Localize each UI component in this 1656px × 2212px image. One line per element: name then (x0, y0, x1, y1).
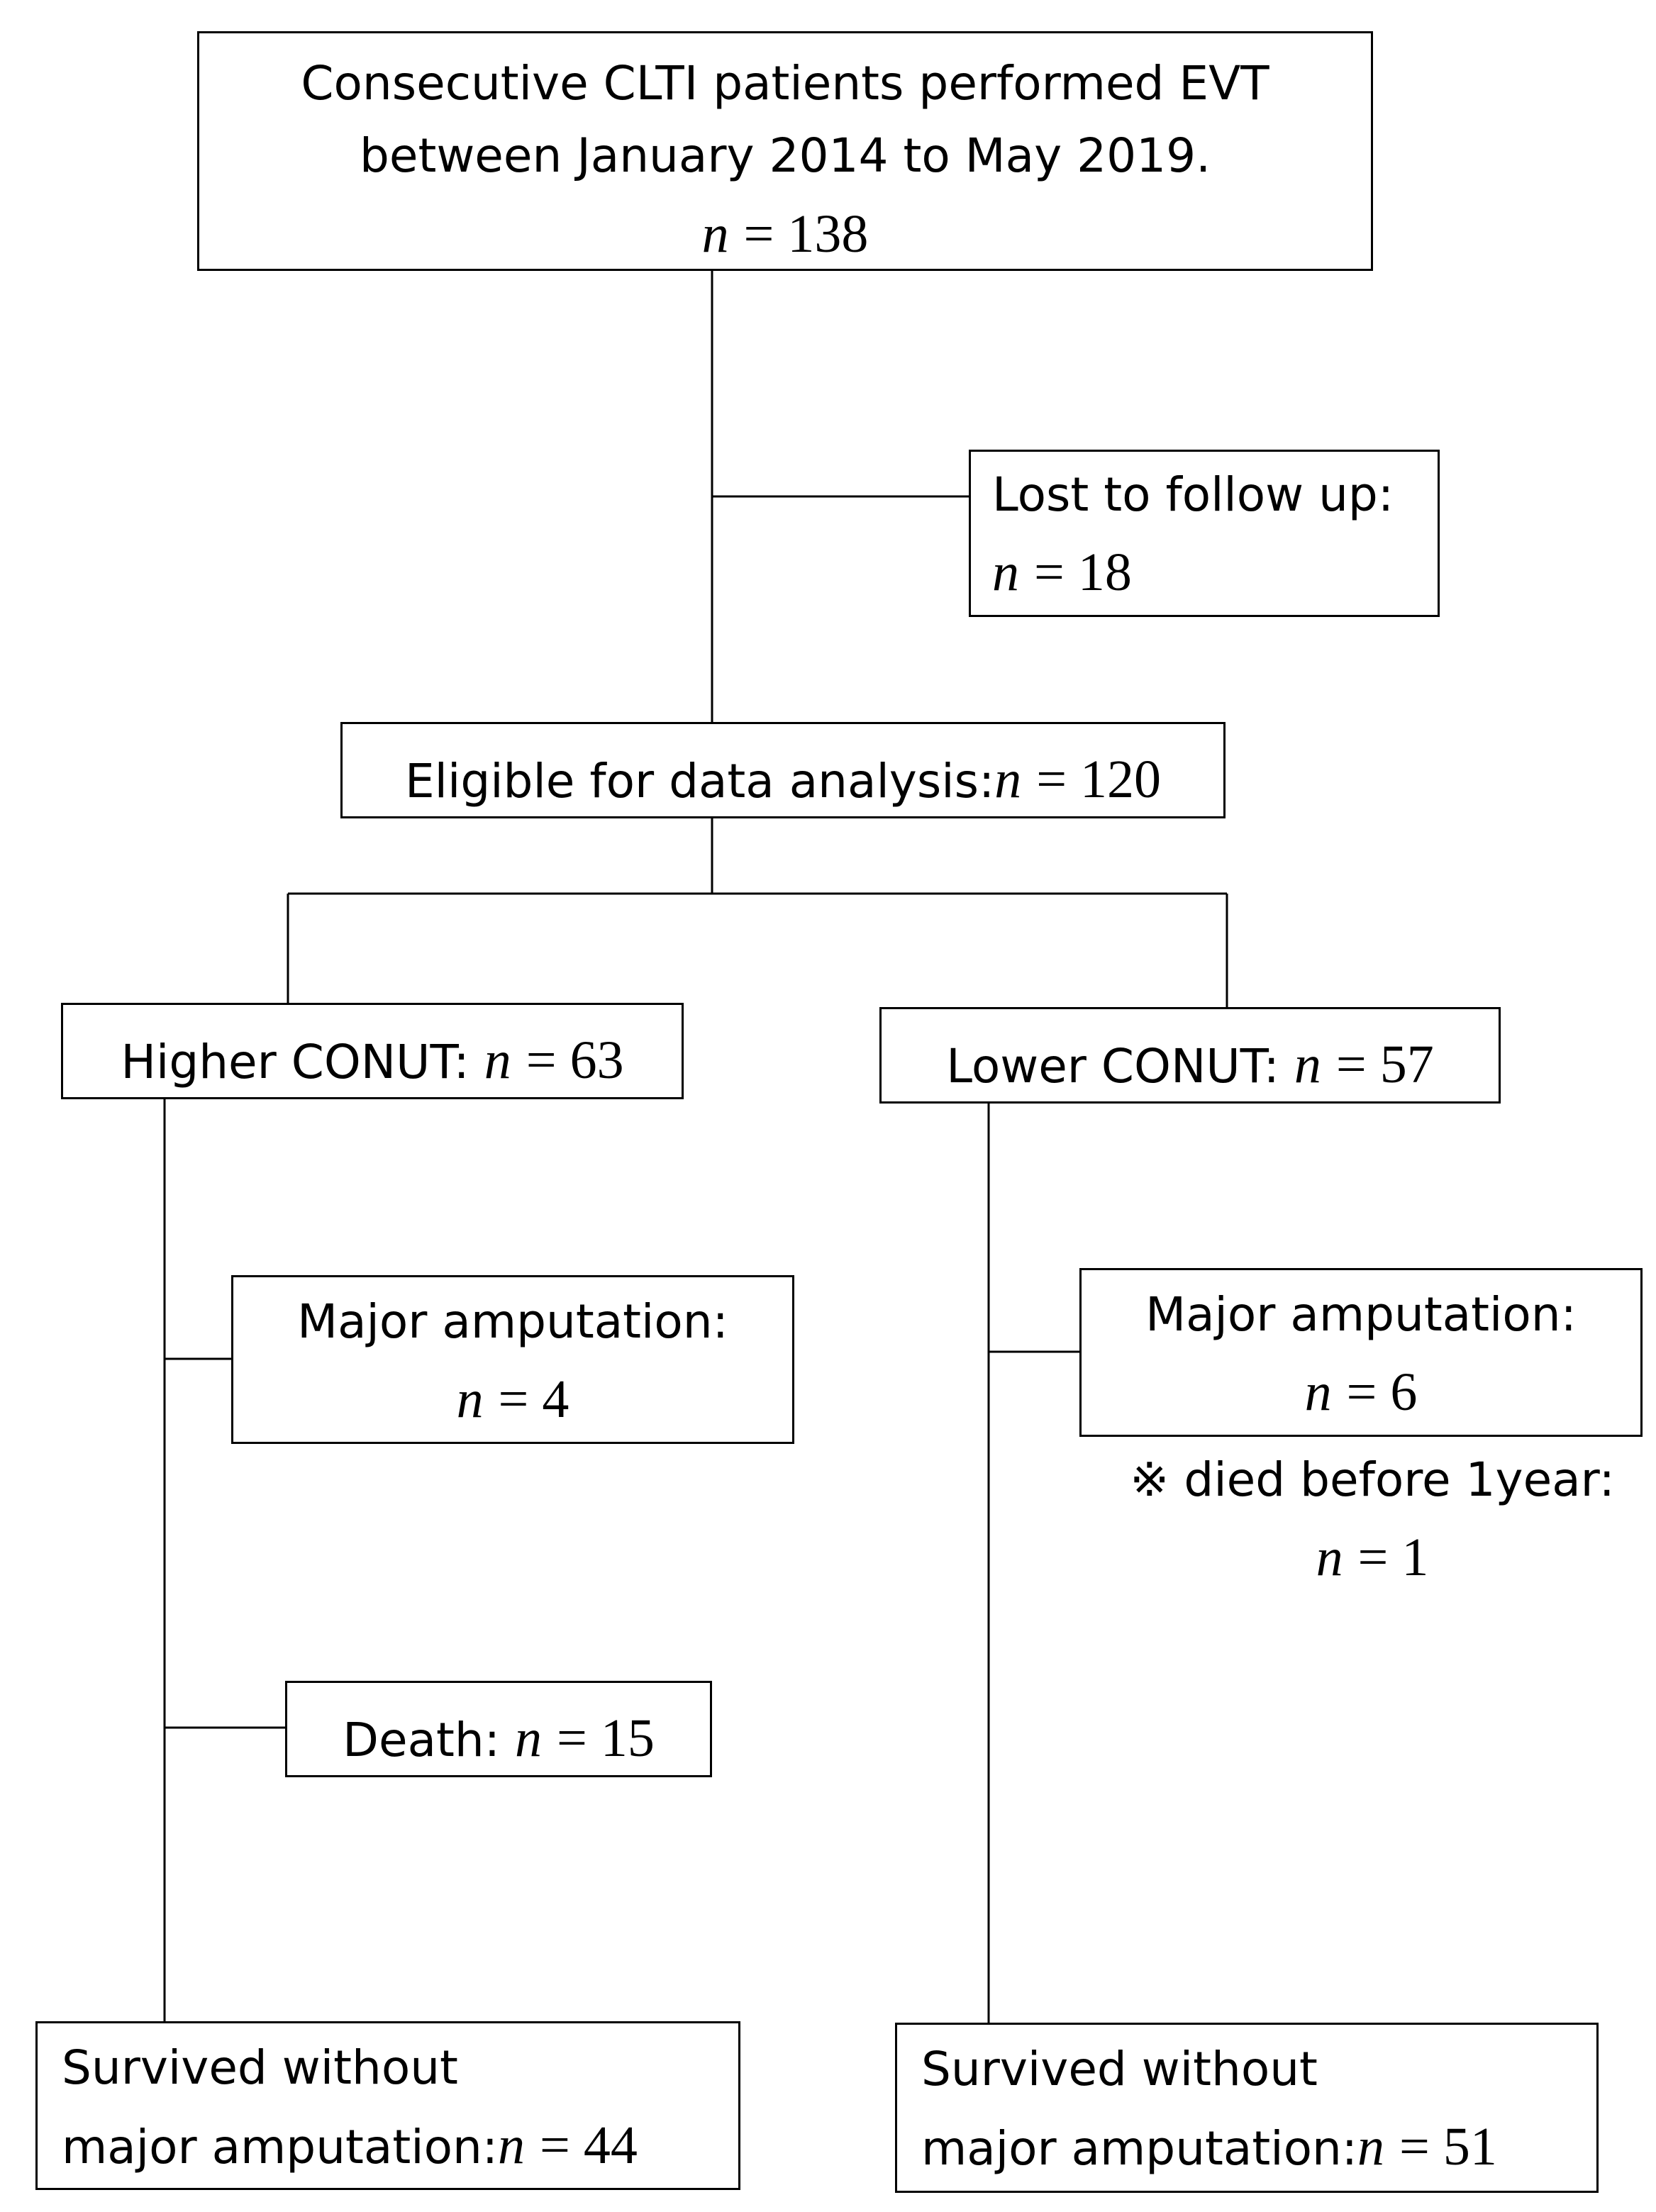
lower-amputation-box: Major amputation: n = 6 (1079, 1268, 1643, 1437)
lower-death-note: ※ died before 1year: n = 1 (1092, 1444, 1652, 1600)
start-line1: Consecutive CLTI patients performed EVT (301, 56, 1269, 111)
lower-amputation-label: Major amputation: (1145, 1287, 1577, 1342)
higher-amputation-label: Major amputation: (297, 1294, 728, 1349)
lower-amputation-count: n = 6 (1304, 1362, 1418, 1423)
lost-count: n = 18 (992, 543, 1132, 603)
lost-box: Lost to follow up: n = 18 (969, 450, 1440, 617)
higher-survived-line1: Survived without (62, 2040, 458, 2095)
lower-death-note-count: n = 1 (1316, 1528, 1429, 1588)
lower-death-note-label: ※ died before 1year: (1130, 1452, 1615, 1507)
higher-conut-box: Higher CONUT: n = 63 (61, 1003, 684, 1099)
death-box: Death: n = 15 (285, 1681, 712, 1777)
lower-survived-line1: Survived without (921, 2042, 1318, 2096)
higher-amputation-box: Major amputation: n = 4 (231, 1275, 794, 1444)
higher-survived-line2: major amputation:n = 44 (62, 2116, 638, 2176)
higher-survived-box: Survived without major amputation:n = 44 (35, 2021, 740, 2190)
death-line: Death: n = 15 (343, 1708, 655, 1768)
eligible-line: Eligible for data analysis:n = 120 (404, 750, 1162, 809)
lost-label: Lost to follow up: (992, 467, 1394, 522)
lower-conut-line: Lower CONUT: n = 57 (946, 1035, 1434, 1094)
start-count: n = 138 (701, 204, 869, 264)
eligible-box: Eligible for data analysis:n = 120 (340, 722, 1226, 818)
higher-conut-line: Higher CONUT: n = 63 (121, 1030, 624, 1090)
start-line2: between January 2014 to May 2019. (359, 128, 1211, 184)
lower-conut-box: Lower CONUT: n = 57 (879, 1007, 1501, 1104)
lower-survived-box: Survived without major amputation:n = 51 (895, 2023, 1599, 2193)
lower-survived-line2: major amputation:n = 51 (921, 2117, 1497, 2177)
higher-amputation-count: n = 4 (456, 1369, 569, 1430)
start-box: Consecutive CLTI patients performed EVT … (197, 31, 1373, 271)
